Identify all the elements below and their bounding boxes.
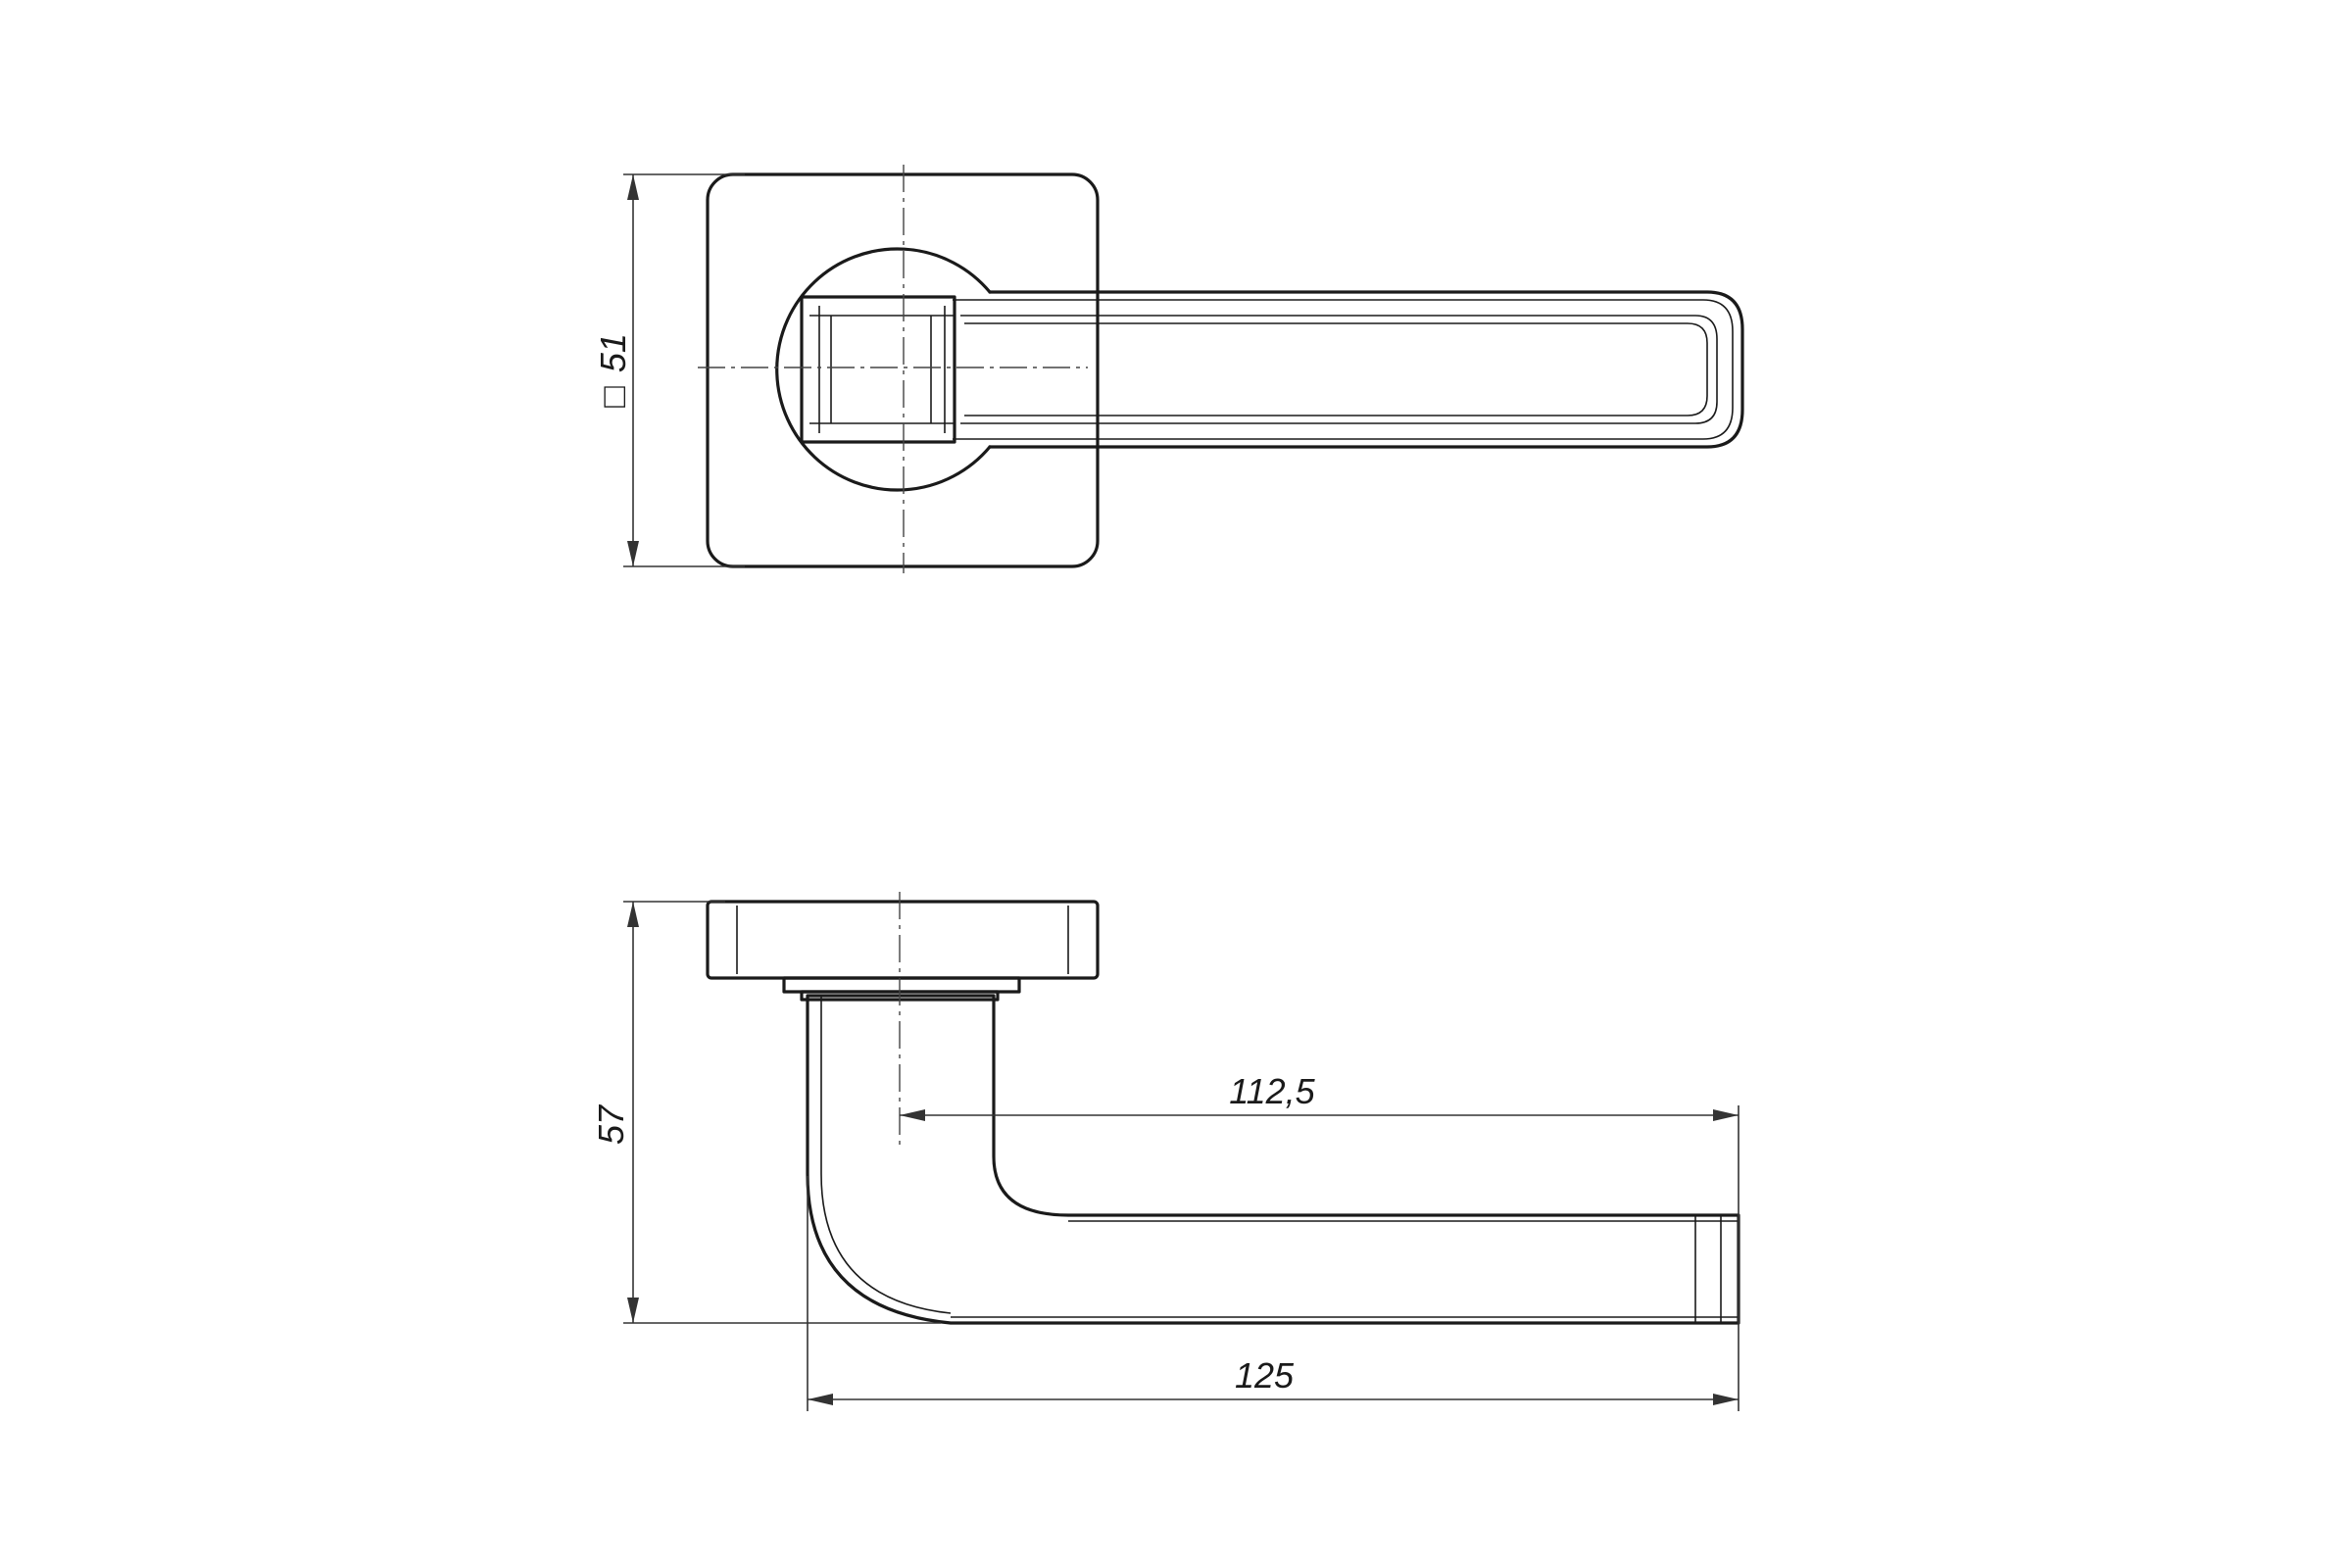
dim-112-label: 112,5 (1229, 1071, 1315, 1111)
lever-inner-groove-2 (960, 315, 1718, 424)
rose-size-value: 51 (593, 333, 633, 372)
lever-inner-groove (953, 299, 1734, 440)
lever-side-outline (806, 994, 1740, 1325)
square-symbol: □ (593, 386, 633, 408)
round-rosette (775, 247, 992, 492)
dim-51-arrow-top (627, 174, 639, 200)
rose-plate-side (706, 900, 1100, 980)
svg-text:□ 51: □ 51 (593, 333, 633, 408)
dim-125-arrow-right (1713, 1394, 1739, 1405)
square-rose-plate (706, 172, 1100, 568)
dim-57-arrow-bottom (627, 1298, 639, 1323)
side-view: 57 112,5 125 (591, 892, 1740, 1411)
dim-112-arrow-left (900, 1109, 925, 1121)
lever-body-outline (988, 290, 1744, 449)
spacer-ring (782, 976, 1021, 994)
lever-neck (800, 295, 956, 444)
dim-57-arrow-top (627, 902, 639, 927)
lever-side-inner-curve (820, 996, 952, 1314)
dim-57-label: 57 (591, 1103, 631, 1145)
lever-inset-panel (964, 322, 1708, 416)
dim-125-label: 125 (1235, 1355, 1295, 1396)
dim-112-arrow-right (1713, 1109, 1739, 1121)
dim-51-arrow-bottom (627, 541, 639, 566)
dim-125-arrow-left (808, 1394, 833, 1405)
dim-51-label: □ 51 (593, 333, 633, 408)
front-view: □ 51 (593, 165, 1744, 573)
